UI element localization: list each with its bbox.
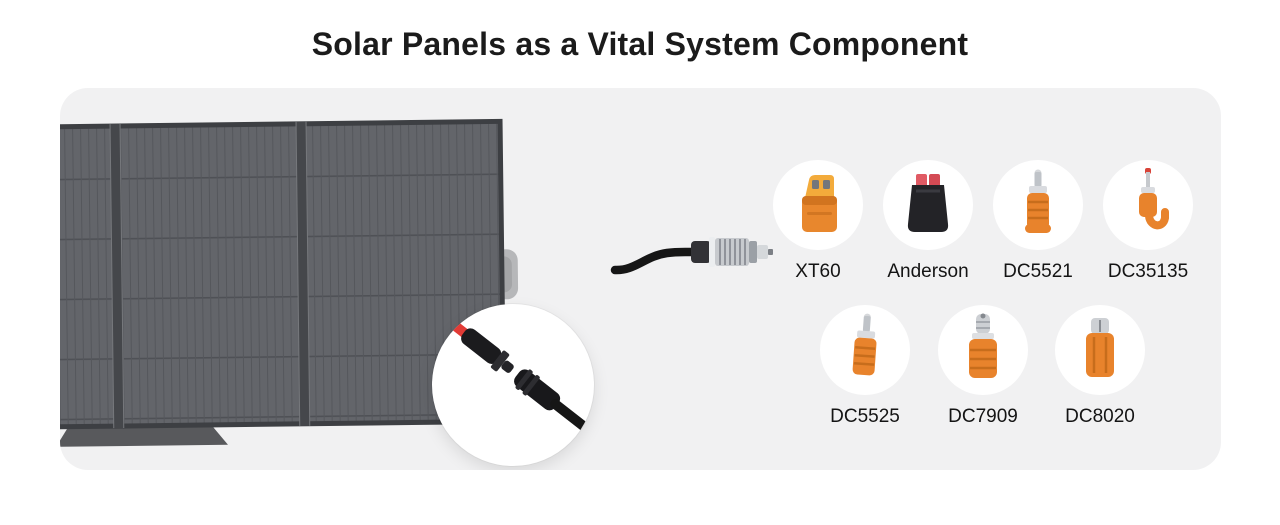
connector-label: DC5525: [830, 406, 900, 427]
dc7909-connector-icon: [969, 313, 997, 378]
connector-circle: [1055, 305, 1145, 395]
connector-circle: [773, 160, 863, 250]
connector-item-anderson: Anderson: [870, 160, 986, 283]
connector-circle: [1103, 160, 1193, 250]
black-cable: [550, 399, 594, 461]
connector-circle: [883, 160, 973, 250]
panel-kickstand: [60, 422, 228, 447]
dc5525-connector-icon: [852, 313, 877, 376]
connector-item-dc7909: DC7909: [925, 305, 1041, 428]
anderson-connector-icon: [907, 174, 949, 232]
dc-plug-icon: [691, 237, 773, 267]
connector-item-xt60: XT60: [760, 160, 876, 283]
connector-label: DC7909: [948, 406, 1018, 427]
dc-output-cable-plug: [610, 237, 773, 275]
solar-panel-illustration: [60, 118, 519, 447]
dc5521-connector-icon: [1025, 169, 1051, 233]
dc35135-connector-icon: [1139, 168, 1169, 230]
mc4-connectors-inset: [432, 304, 594, 466]
connector-item-dc8020: DC8020: [1042, 305, 1158, 428]
connector-label: DC8020: [1065, 406, 1135, 427]
connector-circle: [993, 160, 1083, 250]
connector-item-dc35135: DC35135: [1090, 160, 1206, 283]
connector-item-dc5521: DC5521: [980, 160, 1096, 283]
page-title: Solar Panels as a Vital System Component: [311, 26, 969, 62]
connector-circle: [938, 305, 1028, 395]
connector-label: XT60: [795, 261, 841, 282]
mc4-connectors-icon: [432, 304, 594, 461]
output-cable: [610, 247, 698, 275]
connector-circle: [820, 305, 910, 395]
connector-label: DC5521: [1003, 261, 1073, 282]
connector-label: DC35135: [1107, 261, 1189, 282]
dc8020-connector-icon: [1086, 318, 1114, 377]
connector-item-dc5525: DC5525: [807, 305, 923, 428]
connector-label: Anderson: [887, 261, 969, 282]
xt60-connector-icon: [802, 175, 837, 232]
diagram-card: XT60 Anderson: [60, 88, 1221, 470]
